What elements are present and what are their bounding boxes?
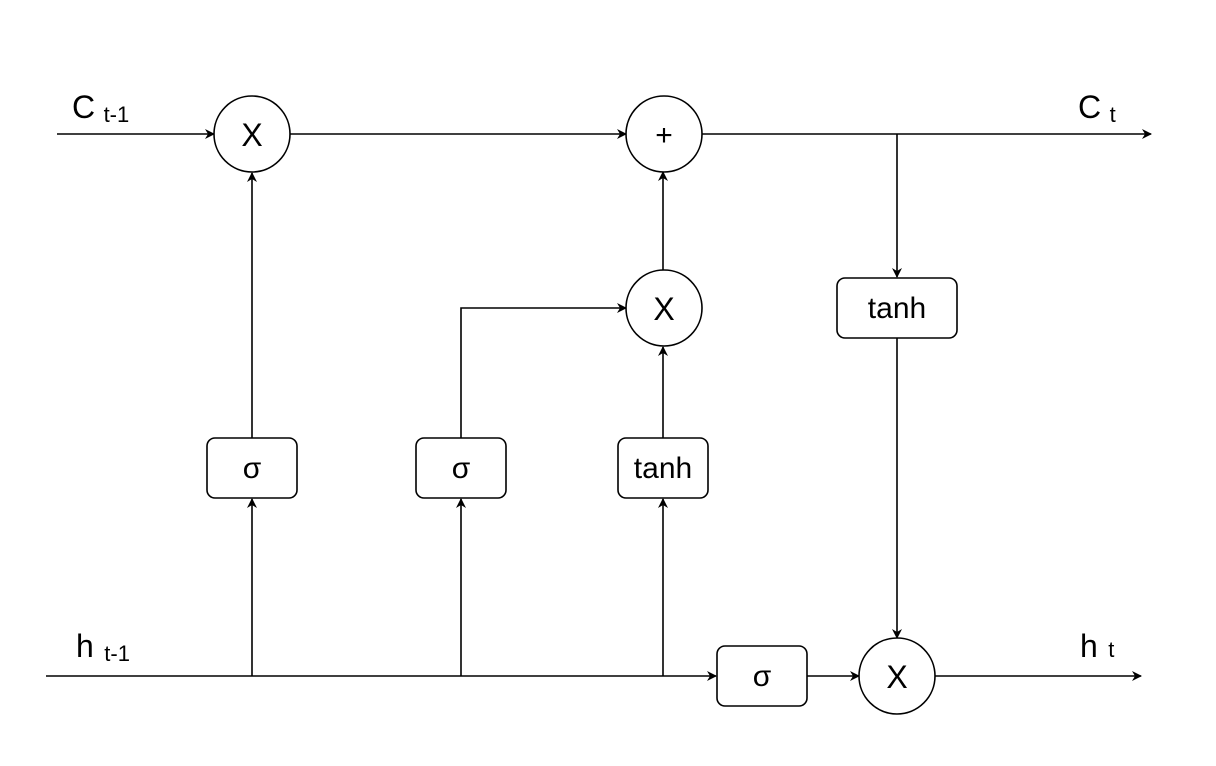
forget-multiply-node: X bbox=[213, 95, 291, 173]
input-gate-to-input-multiply-wire bbox=[460, 303, 627, 438]
hidden-prev-label: h t-1 bbox=[76, 628, 130, 666]
cell-out-label-sub: t bbox=[1110, 102, 1116, 127]
cell-prev-label-main: C bbox=[72, 89, 95, 125]
cell-tanh-box: tanh bbox=[836, 277, 958, 339]
input-multiply-symbol: X bbox=[653, 291, 674, 327]
output-multiply-node: X bbox=[858, 637, 936, 715]
forget-gate-label: σ bbox=[243, 452, 262, 485]
cell-prev-label: C t-1 bbox=[72, 89, 129, 127]
cell-out-label-main: C bbox=[1078, 89, 1101, 125]
cell-add-node: + bbox=[625, 95, 703, 173]
forget-gate-box: σ bbox=[206, 437, 298, 499]
hidden-out-label-sub: t bbox=[1108, 637, 1114, 662]
hidden-out-label: h t bbox=[1080, 628, 1114, 664]
hidden-prev-label-sub: t-1 bbox=[104, 641, 130, 666]
input-gate-label: σ bbox=[452, 452, 471, 485]
input-multiply-node: X bbox=[625, 269, 703, 347]
candidate-gate-label: tanh bbox=[634, 452, 692, 485]
cell-out-label: C t bbox=[1078, 89, 1116, 127]
cell-prev-label-sub: t-1 bbox=[104, 102, 130, 127]
candidate-gate-box: tanh bbox=[617, 437, 709, 499]
output-gate-label: σ bbox=[753, 660, 772, 693]
hidden-out-label-main: h bbox=[1080, 628, 1098, 664]
output-multiply-symbol: X bbox=[886, 659, 907, 695]
output-gate-box: σ bbox=[716, 645, 808, 707]
forget-multiply-symbol: X bbox=[241, 117, 262, 153]
input-gate-box: σ bbox=[415, 437, 507, 499]
cell-add-symbol: + bbox=[655, 119, 673, 152]
cell-tanh-label: tanh bbox=[868, 292, 926, 325]
hidden-prev-label-main: h bbox=[76, 628, 94, 664]
